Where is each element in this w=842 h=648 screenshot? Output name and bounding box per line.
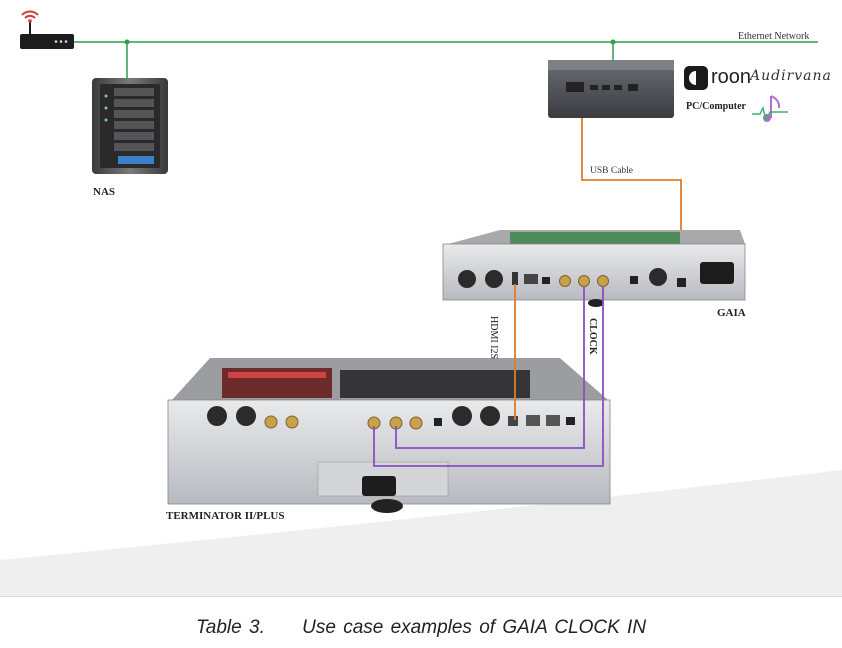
gaia-label: GAIA: [717, 307, 746, 319]
ethernet-network-label: Ethernet Network: [738, 31, 810, 42]
nas-icon: [92, 78, 168, 174]
router-icon: [20, 10, 74, 49]
clock-label: CLOCK: [587, 318, 598, 355]
terminator-label: TERMINATOR II/PLUS: [166, 510, 285, 522]
nas-label: NAS: [93, 186, 116, 198]
audirvana-logo-text: Audirvana: [750, 68, 832, 84]
background-swoosh: [0, 470, 842, 596]
usb-cable-label: USB Cable: [590, 166, 634, 176]
figure-caption: Table 3. Use case examples of GAIA CLOCK…: [0, 617, 842, 639]
roon-logo-text: roon: [711, 66, 752, 88]
terminator-device: [167, 358, 611, 513]
clock-cable-2: [373, 286, 604, 467]
diagram-frame: Ethernet Network NAS roon Audirvana PC/C…: [0, 10, 842, 597]
roon-logo: [684, 66, 708, 90]
diagram-canvas: [0, 10, 842, 596]
pc-icon: [548, 60, 674, 118]
pc-computer-label: PC/Computer: [686, 101, 746, 112]
clock-cable-1: [395, 286, 585, 449]
gaia-device: [442, 230, 746, 307]
audirvana-logo: [752, 95, 788, 123]
caption-text: Use case examples of GAIA CLOCK IN: [302, 617, 647, 638]
hdmi-i2s-label: HDMI I2S: [488, 316, 499, 360]
caption-number: Table 3.: [195, 617, 265, 638]
